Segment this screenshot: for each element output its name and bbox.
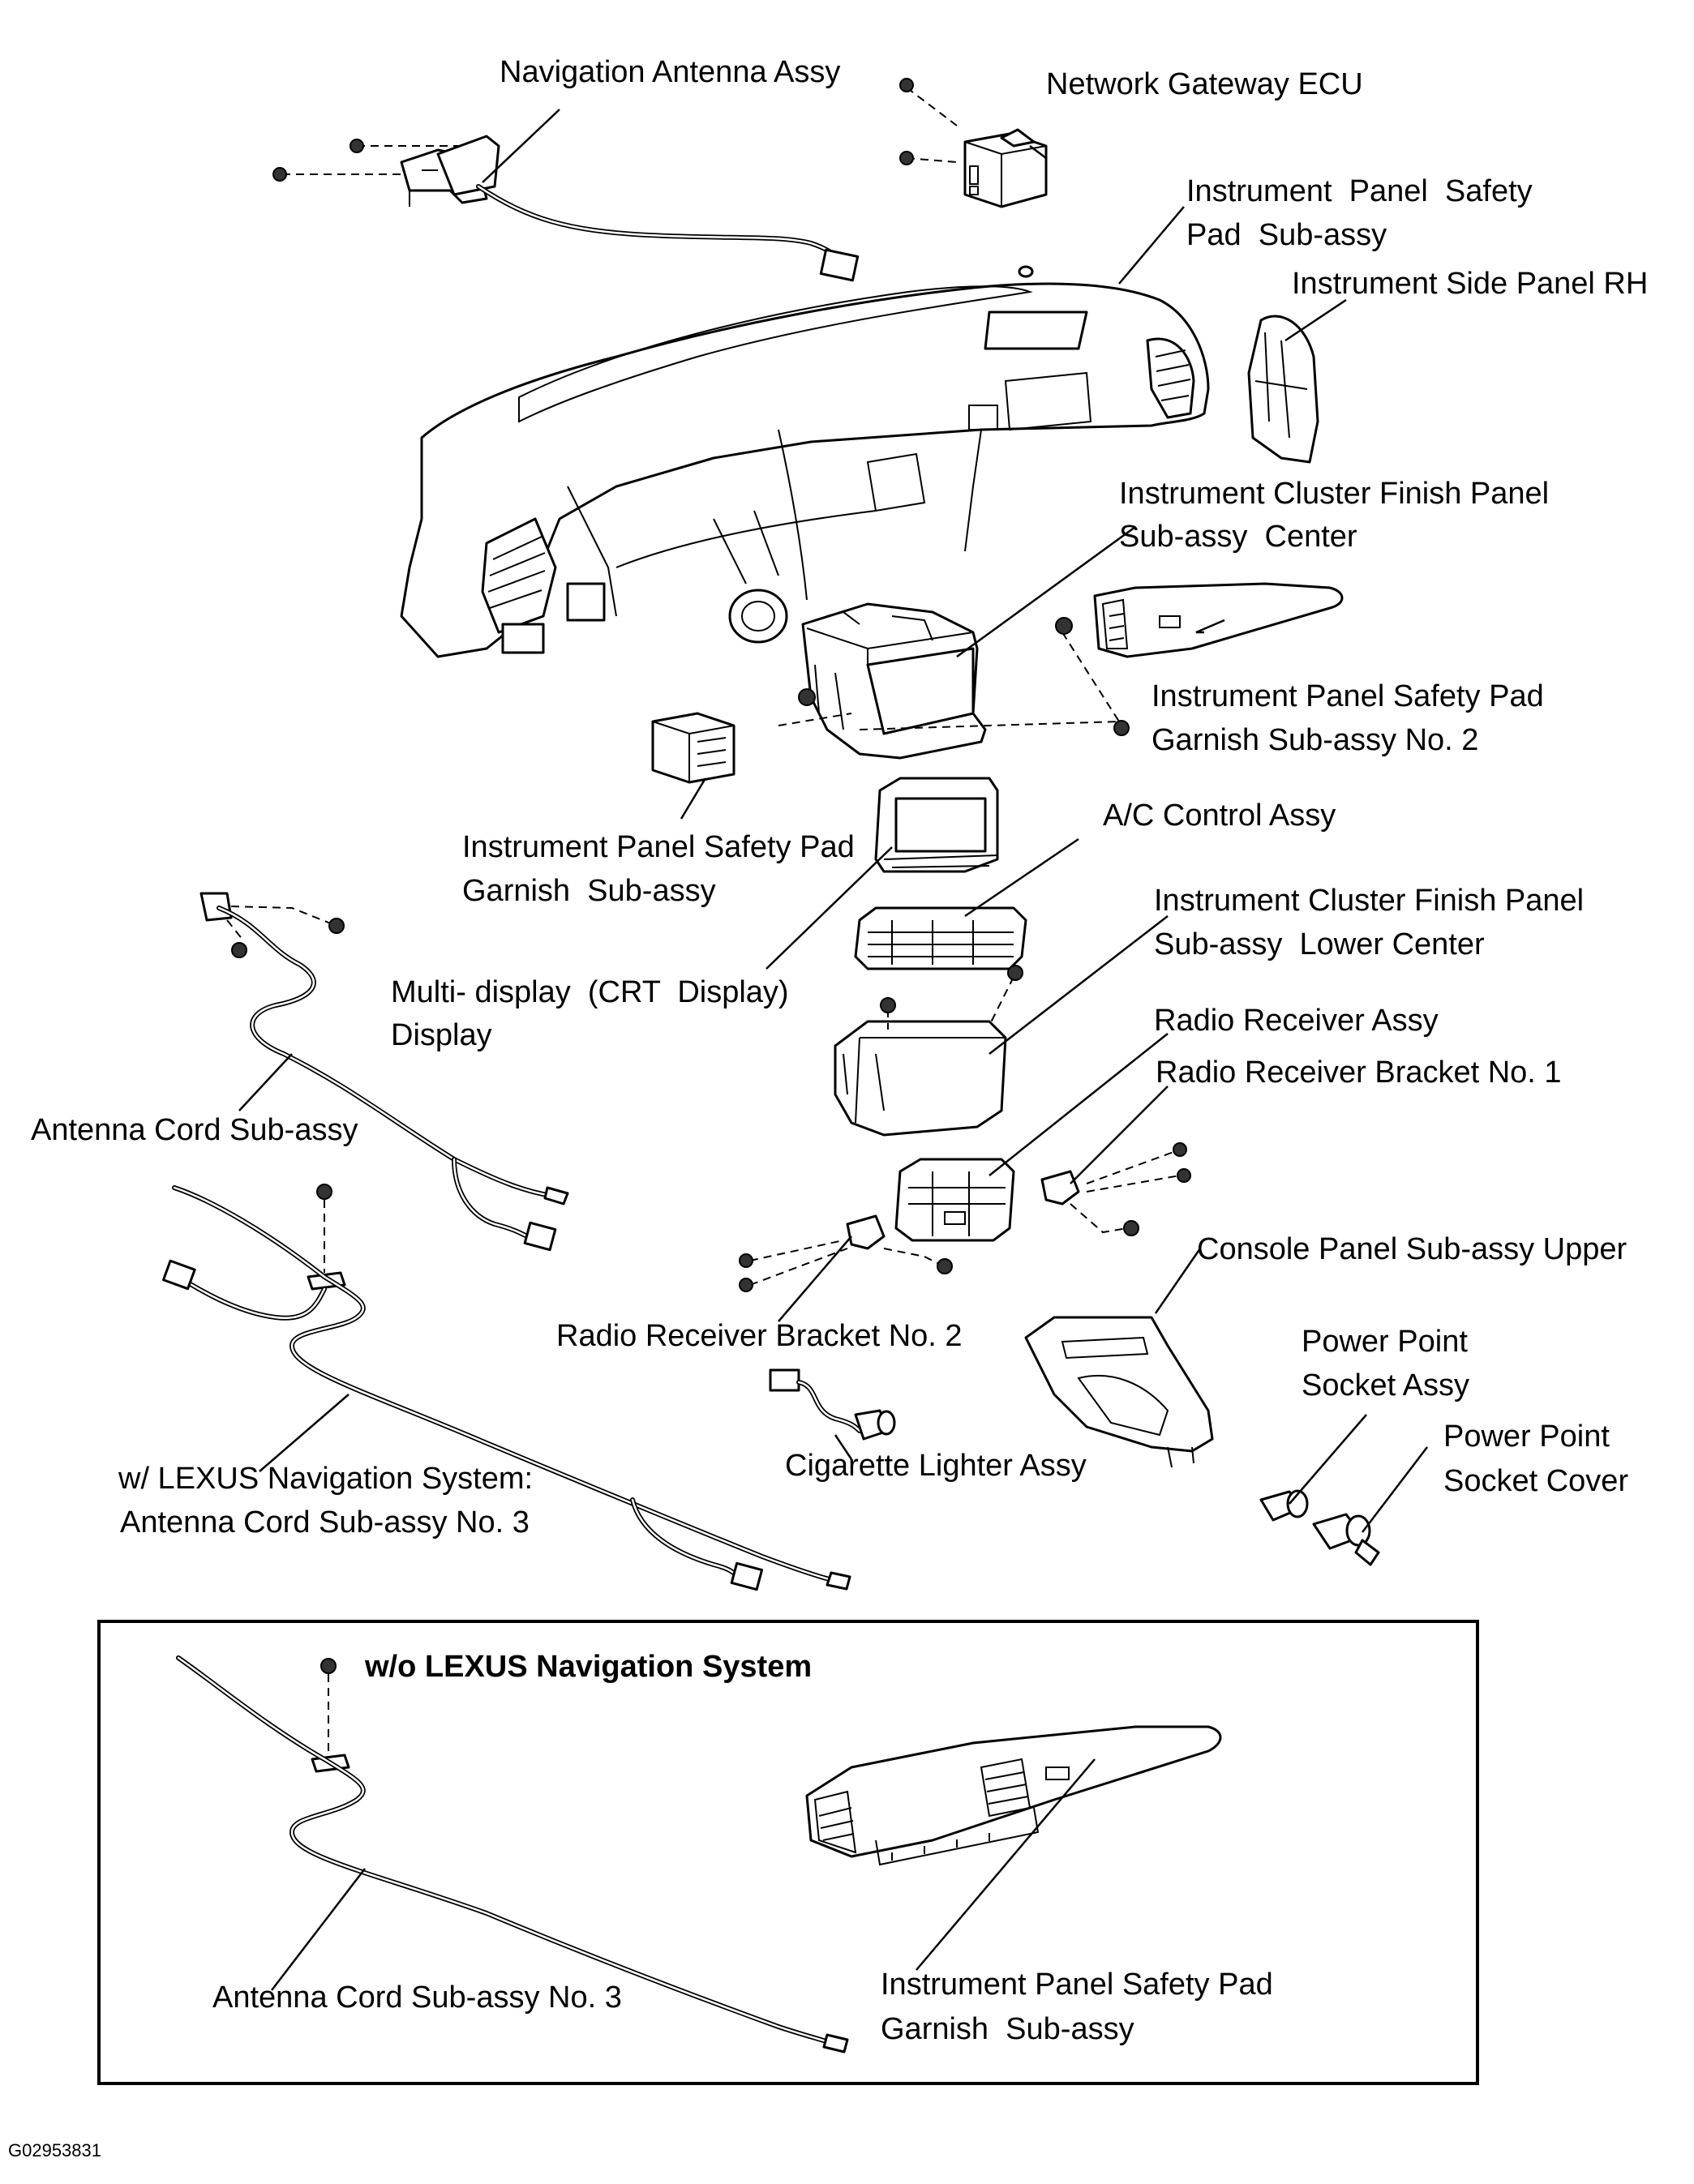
- label-power-point-socket-assy-line1: Power Point: [1302, 1325, 1468, 1359]
- label-radio-receiver-assy: Radio Receiver Assy: [1154, 1004, 1439, 1038]
- instrument-cluster-finish-panel-center-part: [778, 602, 1130, 760]
- multi-display-part: [874, 777, 999, 873]
- label-cluster-finish-panel-lower-line1: Instrument Cluster Finish Panel: [1154, 884, 1584, 918]
- label-instrument-side-panel-rh: Instrument Side Panel RH: [1292, 267, 1648, 301]
- screw-icon: [880, 965, 1023, 1013]
- left-air-vent-part: [481, 517, 557, 634]
- label-cluster-finish-panel-lower-line2: Sub-assy Lower Center: [1154, 927, 1485, 961]
- screw-icon: [798, 617, 1130, 736]
- label-power-point-socket-cover-line1: Power Point: [1443, 1420, 1610, 1454]
- label-garnish-line2: Garnish Sub-assy: [462, 874, 716, 908]
- bolt-icon: [272, 139, 364, 182]
- label-garnish-no2-line1: Instrument Panel Safety Pad: [1151, 679, 1544, 713]
- nut-icon: [231, 918, 345, 958]
- label-cigarette-lighter-assy: Cigarette Lighter Assy: [785, 1449, 1087, 1483]
- label-power-point-socket-assy-line2: Socket Assy: [1302, 1368, 1469, 1402]
- right-air-vent-part: [1146, 337, 1195, 419]
- screw-icon: [739, 1253, 953, 1292]
- radio-receiver-assy-part: [894, 1158, 1015, 1242]
- callout-labels: Navigation Antenna Assy Network Gateway …: [8, 55, 1648, 2160]
- bolt-icon: [899, 78, 914, 165]
- instrument-cluster-finish-panel-lower-center-part: [834, 965, 1023, 1137]
- label-cluster-finish-panel-center-line2: Sub-assy Center: [1119, 520, 1357, 554]
- label-ac-control-assy: A/C Control Assy: [1103, 799, 1336, 833]
- antenna-cord-no3-with-nav-part: [162, 1184, 851, 1591]
- bolt-icon: [320, 1658, 337, 1674]
- instrument-side-panel-rh-part: [1247, 315, 1319, 464]
- label-instrument-panel-safety-pad-line1: Instrument Panel Safety: [1186, 174, 1533, 208]
- label-cluster-finish-panel-center-line1: Instrument Cluster Finish Panel: [1119, 477, 1549, 511]
- label-antenna-cord-no3-with-nav-line2: Antenna Cord Sub-assy No. 3: [120, 1505, 530, 1540]
- label-garnish-no2-line2: Garnish Sub-assy No. 2: [1151, 723, 1478, 757]
- label-network-gateway-ecu: Network Gateway ECU: [1046, 67, 1363, 101]
- power-point-socket-assy-part: [1259, 1489, 1309, 1522]
- label-radio-receiver-bracket-no1: Radio Receiver Bracket No. 1: [1156, 1056, 1562, 1090]
- label-garnish-line1: Instrument Panel Safety Pad: [462, 830, 855, 864]
- label-antenna-cord-sub-assy: Antenna Cord Sub-assy: [31, 1113, 358, 1147]
- safety-pad-garnish-left-part: [651, 712, 735, 784]
- without-navigation-inset-frame: [97, 1620, 1479, 2085]
- instrument-panel-dashboard-part: [400, 265, 1210, 658]
- radio-receiver-bracket-no1-part: [1040, 1142, 1191, 1236]
- label-navigation-antenna-assy: Navigation Antenna Assy: [500, 55, 840, 89]
- label-multi-display-line2: Display: [391, 1018, 492, 1052]
- label-console-panel-sub-assy-upper: Console Panel Sub-assy Upper: [1197, 1232, 1628, 1266]
- figure-code: G02953831: [8, 2140, 101, 2160]
- label-multi-display-line1: Multi- display (CRT Display): [391, 975, 789, 1009]
- antenna-cord-sub-assy-part: [199, 892, 569, 1252]
- bolt-icon: [316, 1184, 332, 1200]
- label-inset-garnish-line2: Garnish Sub-assy: [881, 2012, 1134, 2046]
- inset-title: w/o LEXUS Navigation System: [364, 1650, 812, 1684]
- label-inset-antenna-cord-no3: Antenna Cord Sub-assy No. 3: [212, 1981, 622, 2015]
- navigation-antenna-part: [272, 135, 860, 282]
- label-antenna-cord-no3-with-nav-line1: w/ LEXUS Navigation System:: [118, 1462, 533, 1496]
- inset-safety-pad-garnish-part: [805, 1725, 1222, 1866]
- leader-lines: [238, 109, 1428, 1991]
- safety-pad-garnish-no2-part: [1093, 582, 1344, 658]
- label-power-point-socket-cover-line2: Socket Cover: [1443, 1464, 1628, 1498]
- inset-antenna-cord-no3-part: [176, 1655, 849, 2053]
- screw-icon: [1123, 1142, 1191, 1236]
- label-inset-garnish-line1: Instrument Panel Safety Pad: [881, 1968, 1273, 2002]
- power-point-socket-cover-part: [1312, 1513, 1380, 1566]
- cigarette-lighter-assy-part: [769, 1368, 896, 1441]
- network-gateway-ecu-part: [899, 78, 1048, 208]
- label-radio-receiver-bracket-no2: Radio Receiver Bracket No. 2: [556, 1319, 963, 1353]
- ac-control-assy-part: [854, 906, 1027, 970]
- label-instrument-panel-safety-pad-line2: Pad Sub-assy: [1186, 218, 1387, 252]
- radio-receiver-bracket-no2-part: [739, 1214, 953, 1292]
- console-panel-sub-assy-upper-part: [1024, 1316, 1214, 1468]
